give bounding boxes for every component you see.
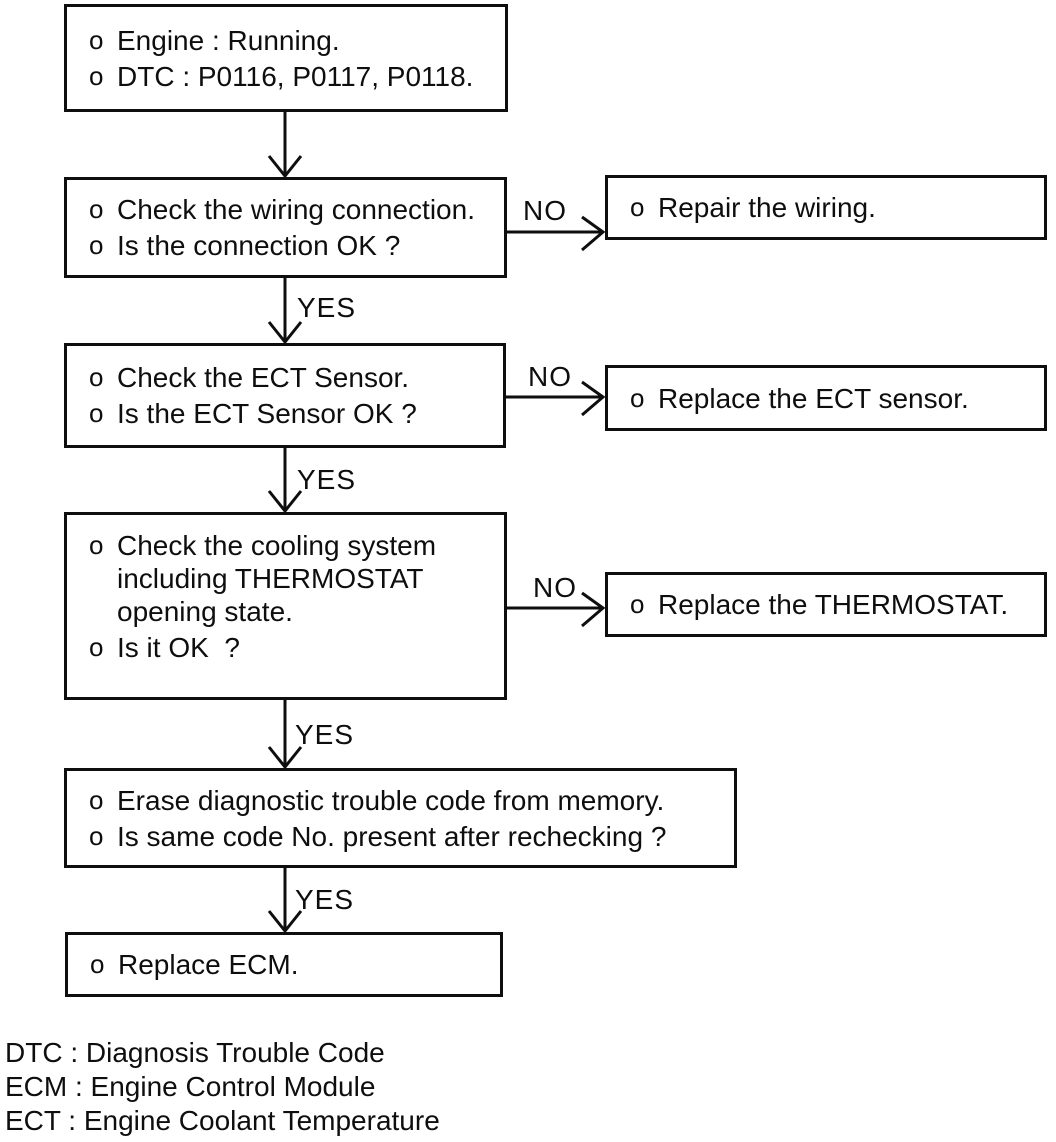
node-text: Replace ECM.	[118, 949, 299, 980]
bullet-item: o Is same code No. present after recheck…	[83, 820, 718, 853]
flow-node-start: o Engine : Running. o DTC : P0116, P0117…	[64, 4, 508, 112]
arrow-down-start-to-wiring	[267, 112, 303, 179]
bullet-marker: o	[89, 820, 104, 851]
flow-node-check-cooling-system: o Check the cooling system including THE…	[64, 512, 507, 700]
no-label-wiring: NO	[523, 195, 567, 226]
bullet-item: o Is the ECT Sensor OK ?	[83, 397, 487, 430]
bullet-item: o Is it OK ?	[83, 631, 488, 664]
bullet-item: o Replace the THERMOSTAT.	[624, 588, 1028, 621]
yes-label-erase: YES	[295, 884, 355, 915]
yes-label-ect: YES	[297, 464, 357, 495]
flow-node-replace-ect-sensor: o Replace the ECT sensor.	[605, 365, 1047, 431]
node-text: Check the ECT Sensor.	[117, 362, 410, 393]
bullet-marker: o	[89, 60, 104, 91]
flow-node-check-wiring: o Check the wiring connection. o Is the …	[64, 177, 507, 278]
flow-node-repair-wiring: o Repair the wiring.	[605, 175, 1047, 240]
no-label-cooling: NO	[533, 572, 577, 603]
node-text: Engine : Running.	[117, 24, 340, 56]
bullet-marker: o	[89, 398, 104, 428]
node-text: Is the ECT Sensor OK ?	[117, 398, 417, 429]
bullet-item: o Replace ECM.	[84, 948, 484, 981]
bullet-item: o DTC : P0116, P0117, P0118.	[83, 60, 489, 93]
bullet-marker: o	[90, 949, 105, 979]
bullet-marker: o	[89, 362, 104, 392]
bullet-marker: o	[89, 230, 104, 260]
bullet-item: o Is the connection OK ?	[83, 229, 488, 262]
node-text: Replace the ECT sensor.	[658, 382, 969, 414]
node-text: Is it OK ?	[117, 632, 240, 663]
bullet-item: o Replace the ECT sensor.	[624, 382, 1028, 415]
bullet-marker: o	[630, 589, 645, 619]
bullet-marker: o	[630, 382, 645, 413]
bullet-item: o Engine : Running.	[83, 24, 489, 57]
bullet-item: o Check the wiring connection.	[83, 193, 488, 226]
legend-line-dtc: DTC : Diagnosis Trouble Code	[5, 1037, 385, 1068]
bullet-marker: o	[89, 530, 104, 560]
flow-node-replace-ecm: o Replace ECM.	[65, 932, 503, 997]
no-label-ect: NO	[528, 361, 572, 392]
yes-label-wiring: YES	[297, 292, 357, 323]
bullet-item: o Erase diagnostic trouble code from mem…	[83, 784, 718, 817]
yes-label-cooling: YES	[295, 719, 355, 750]
bullet-item: o Repair the wiring.	[624, 191, 1028, 224]
node-text: Replace the THERMOSTAT.	[658, 589, 1009, 620]
flow-node-erase-code: o Erase diagnostic trouble code from mem…	[64, 768, 737, 868]
node-text: Check the cooling system including THERM…	[117, 530, 444, 627]
node-text: Is same code No. present after recheckin…	[117, 820, 667, 852]
flow-node-replace-thermostat: o Replace the THERMOSTAT.	[605, 572, 1047, 637]
bullet-item: o Check the cooling system including THE…	[83, 529, 488, 628]
node-text: Check the wiring connection.	[117, 194, 475, 225]
bullet-marker: o	[89, 24, 104, 55]
node-text: Repair the wiring.	[658, 192, 876, 223]
bullet-marker: o	[630, 192, 645, 222]
abbreviation-legend: DTC : Diagnosis Trouble Code ECM : Engin…	[5, 1036, 440, 1138]
flow-node-check-ect-sensor: o Check the ECT Sensor. o Is the ECT Sen…	[64, 343, 506, 448]
node-text: Is the connection OK ?	[117, 230, 401, 261]
legend-line-ect: ECT : Engine Coolant Temperature	[5, 1105, 440, 1136]
node-text: Erase diagnostic trouble code from memor…	[117, 784, 665, 816]
bullet-marker: o	[89, 784, 104, 815]
bullet-marker: o	[89, 194, 104, 224]
node-text: DTC : P0116, P0117, P0118.	[117, 60, 474, 92]
legend-line-ecm: ECM : Engine Control Module	[5, 1071, 376, 1102]
bullet-item: o Check the ECT Sensor.	[83, 361, 487, 394]
bullet-marker: o	[89, 632, 104, 662]
